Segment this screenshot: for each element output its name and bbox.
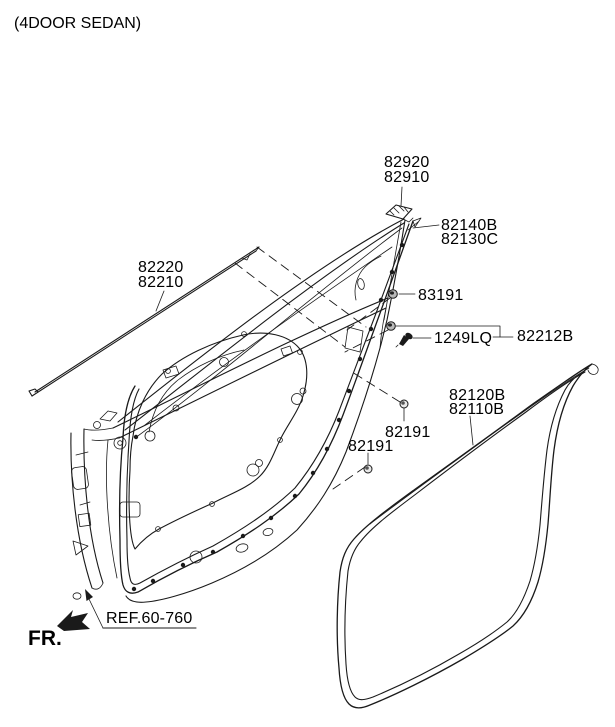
page-title: (4DOOR SEDAN) [14, 15, 141, 32]
door-surround-weatherstrip [118, 217, 422, 594]
label-1249LQ[interactable]: 1249LQ [434, 330, 492, 347]
door-panel-assembly [70, 218, 406, 603]
door-opening-weatherstrip-ring [336, 363, 599, 709]
grommet-82212b-icon [386, 321, 396, 331]
leader-lines [85, 186, 514, 629]
label-ref-60-760[interactable]: REF.60-760 [106, 610, 193, 627]
screw-1249lq-icon [395, 332, 413, 348]
label-82110B[interactable]: 82110B [449, 401, 504, 418]
fr-arrow-icon [57, 610, 90, 631]
clip-82191-lower-icon [363, 464, 373, 474]
clip-82191-upper-icon [399, 399, 409, 409]
inner-panel-holes [119, 326, 364, 564]
label-82140B[interactable]: 82140B [441, 217, 497, 234]
clip-82920-icon [385, 204, 414, 223]
label-82191-lower[interactable]: 82191 [348, 438, 394, 455]
label-82220[interactable]: 82220 [138, 259, 184, 276]
label-82212B[interactable]: 82212B [517, 328, 573, 345]
label-82920[interactable]: 82920 [384, 154, 430, 171]
belt-molding-strip [28, 246, 260, 397]
label-82120B[interactable]: 82120B [449, 387, 505, 404]
front-panel-details [71, 410, 127, 556]
label-83191[interactable]: 83191 [418, 287, 464, 304]
label-82210[interactable]: 82210 [138, 274, 184, 291]
fr-direction-marker: FR. [28, 610, 90, 650]
grommet-83191-icon [388, 289, 398, 299]
label-82191-upper[interactable]: 82191 [385, 424, 431, 441]
label-82910[interactable]: 82910 [384, 169, 430, 186]
fr-label: FR. [28, 627, 62, 650]
weatherstrip-clip-dots [131, 242, 405, 592]
hardware [363, 204, 414, 474]
labels: 82920 82910 82140B 82130C 82220 82210 83… [106, 154, 573, 627]
label-82130C[interactable]: 82130C [441, 231, 498, 248]
